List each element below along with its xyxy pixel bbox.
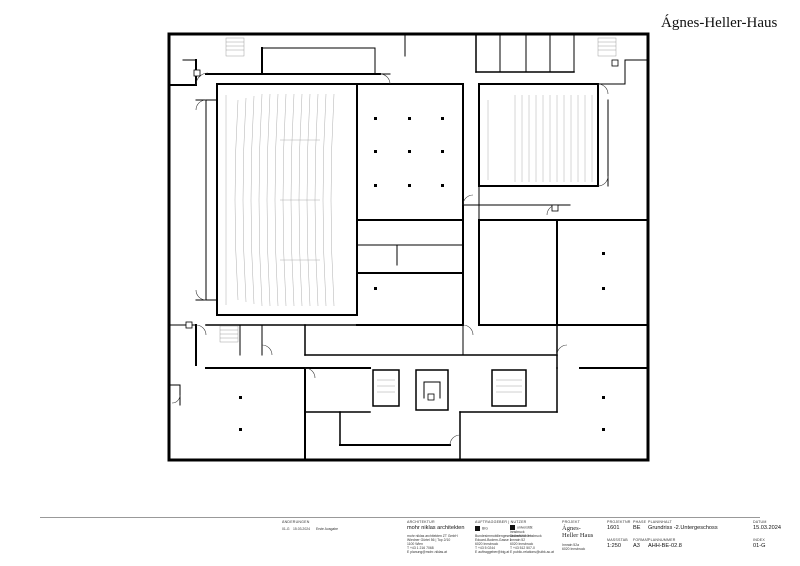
- plan-content-label: PLANINHALT: [648, 520, 672, 524]
- client-col1-line-2: Eduard-Bodem-Gasse 1: [475, 538, 512, 542]
- architect-line-5: E planung@mohr-niklas.at: [407, 550, 448, 554]
- architect-name: mohr niklas architekten: [407, 525, 465, 531]
- changes-index: 01-G: [282, 527, 290, 531]
- format-value: A3: [633, 543, 640, 549]
- stairs: [219, 37, 617, 393]
- plan-content-value: Grundriss -2.Untergeschoss: [648, 525, 718, 531]
- auditorium-wall: [216, 83, 358, 316]
- architect-label: ARCHITEKTUR: [407, 520, 435, 524]
- client-logo-big: BIG: [475, 526, 488, 531]
- client-col1-line-3: 6020 Innsbruck: [475, 542, 499, 546]
- changes-date: 15.03.2024: [293, 527, 310, 531]
- stair-core: [372, 369, 400, 407]
- index-value: 01-G: [753, 543, 766, 549]
- scale-value: 1:250: [607, 543, 621, 549]
- index-label: INDEX: [753, 538, 765, 542]
- title-block-divider: [40, 517, 760, 518]
- client-col1-line-5: E auftraggeber@big.at: [475, 550, 510, 554]
- client-col2-line-4: T +43 512 507-0: [510, 546, 535, 550]
- client-col2-line-3: 6020 Innsbruck: [510, 542, 534, 546]
- plan-number-value: AHH-BE-02.8: [648, 543, 682, 549]
- auditorium-seating: [225, 93, 335, 307]
- project-name: Ágnes-Heller Haus: [562, 525, 594, 539]
- architect-line-3: 1100 Wien: [407, 542, 423, 546]
- architect-line-4: T +43 1 216 7068: [407, 546, 434, 550]
- uni-logo-icon: [510, 525, 515, 530]
- cinema-wall: [478, 83, 599, 187]
- project-title: Ágnes-Heller-Haus: [661, 15, 778, 31]
- client-col1-line-1: Bundesimmobiliengesellschaft m.b.H.: [475, 534, 532, 538]
- date-value: 15.03.2024: [753, 525, 781, 531]
- plan-number-label: PLANNUMMER: [648, 538, 676, 542]
- date-label: DATUM: [753, 520, 767, 524]
- changes-text: Erste Ausgabe: [316, 527, 339, 531]
- project-address-1: Innrain 52a: [562, 543, 579, 547]
- outer-wall: [167, 32, 650, 462]
- project-no-label: PROJEKTNR: [607, 520, 631, 524]
- big-logo-icon: [475, 526, 480, 531]
- client-logo-uni: universität innsbruck: [510, 525, 540, 534]
- format-label: FORMAT: [633, 538, 650, 542]
- architect-line-1: mohr niklas architekten ZT GmbH: [407, 534, 458, 538]
- architect-line-2: Wiedner Gürtel 56 | Top 2/10: [407, 538, 451, 542]
- client-col2-line-1: Universität Innsbruck: [510, 534, 542, 538]
- client-label: AUFTRAGGEBER | NUTZER: [475, 520, 527, 524]
- client-col1-line-4: T +43 5 0244: [475, 546, 496, 550]
- stair-core: [491, 369, 527, 407]
- client-col2-line-2: Innrain 52: [510, 538, 526, 542]
- door-swings: [171, 72, 609, 446]
- big-logo-text: BIG: [482, 526, 488, 531]
- project-label: PROJEKT: [562, 520, 580, 524]
- uni-logo-text: universität innsbruck: [510, 525, 533, 534]
- scale-label: MASSSTAB: [607, 538, 628, 542]
- room-wall: [478, 219, 558, 326]
- title-block: ÄNDERUNGEN 01-G 15.03.2024 Erste Ausgabe…: [40, 517, 800, 562]
- changes-label: ÄNDERUNGEN: [282, 520, 310, 524]
- stair-core: [415, 369, 449, 411]
- columns: [239, 117, 605, 431]
- project-no-value: 1601: [607, 525, 620, 531]
- project-address-2: 6020 Innsbruck: [562, 547, 586, 551]
- phase-label: PHASE: [633, 520, 647, 524]
- phase-value: BE: [633, 525, 641, 531]
- cinema-seating: [487, 95, 593, 182]
- client-col2-line-5: E public-relations@uibk.ac.at: [510, 550, 554, 554]
- shafts: [185, 59, 619, 401]
